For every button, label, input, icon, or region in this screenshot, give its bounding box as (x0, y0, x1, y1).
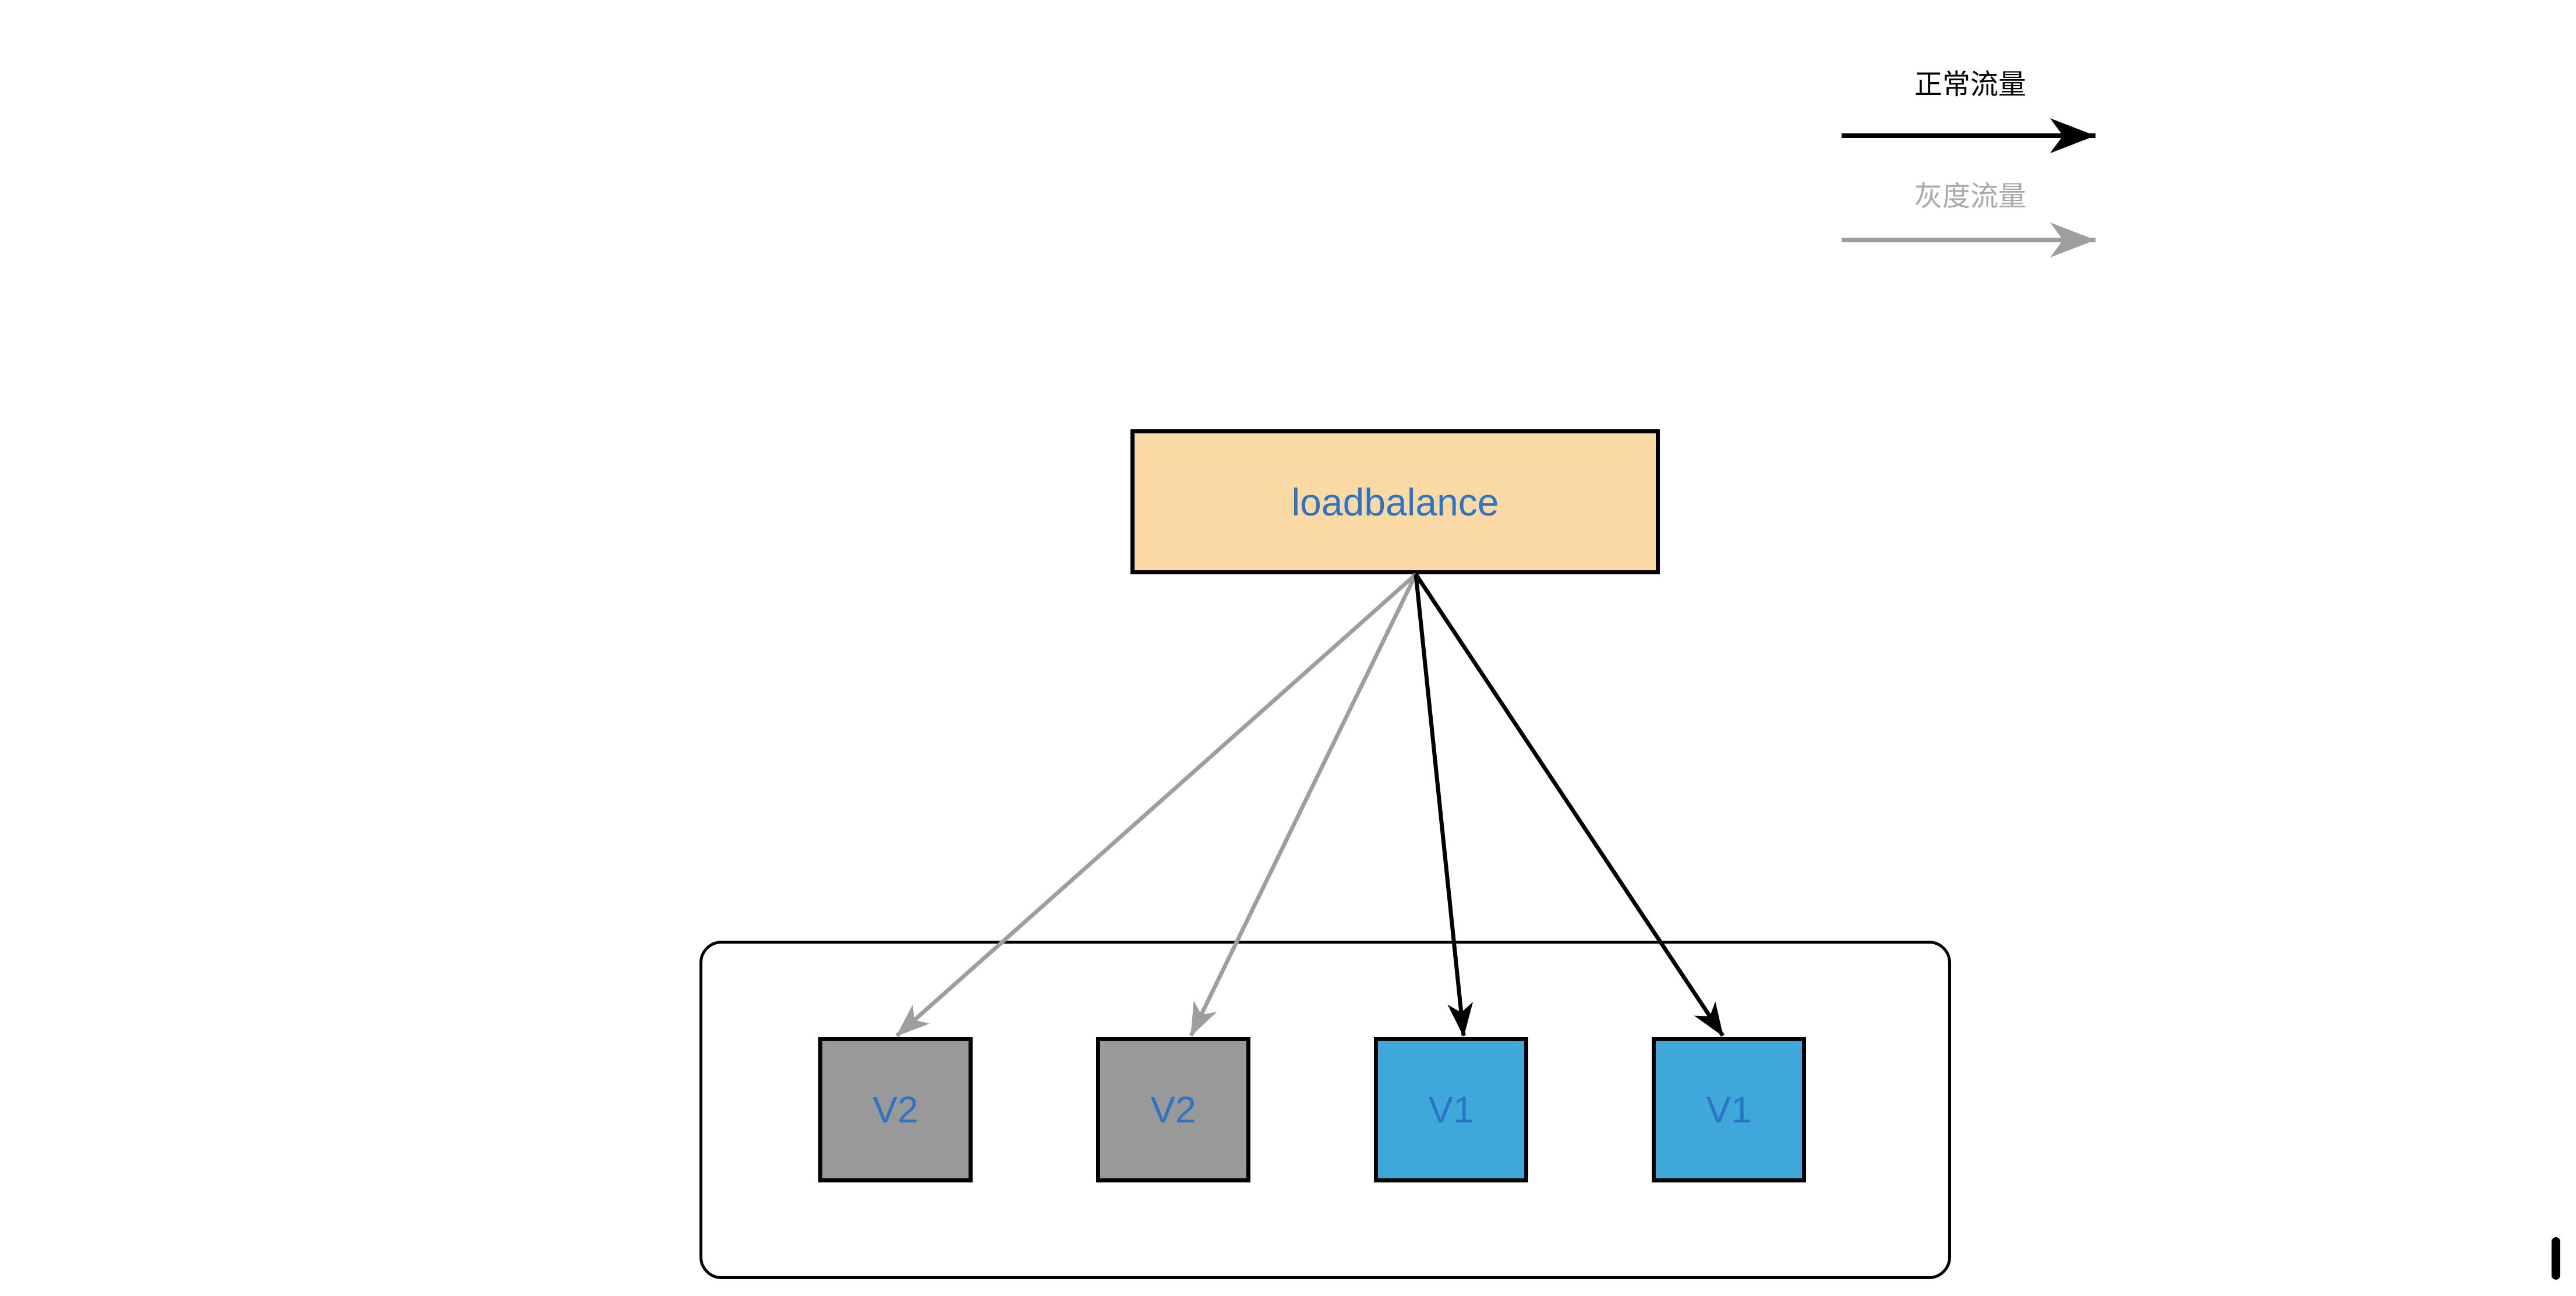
node-v1-a: V1 (1374, 1037, 1528, 1182)
node-v1-b: V1 (1652, 1037, 1806, 1182)
legend-label-gray-traffic: 灰度流量 (1914, 181, 2026, 212)
node-v2-a-label: V2 (872, 1089, 918, 1131)
node-v1-b-label: V1 (1706, 1089, 1752, 1131)
node-v2-b: V2 (1096, 1037, 1250, 1182)
node-loadbalance-label: loadbalance (1291, 480, 1499, 524)
node-v1-a-label: V1 (1428, 1089, 1474, 1131)
node-v2-b-label: V2 (1150, 1089, 1196, 1131)
legend-label-normal-traffic: 正常流量 (1914, 69, 2026, 100)
text-cursor-mark (2552, 1237, 2560, 1280)
normal-traffic-arrow-icon (1842, 118, 2096, 153)
node-loadbalance: loadbalance (1130, 429, 1660, 574)
node-v2-a: V2 (818, 1037, 973, 1182)
gray-traffic-arrow-icon (1842, 223, 2096, 257)
